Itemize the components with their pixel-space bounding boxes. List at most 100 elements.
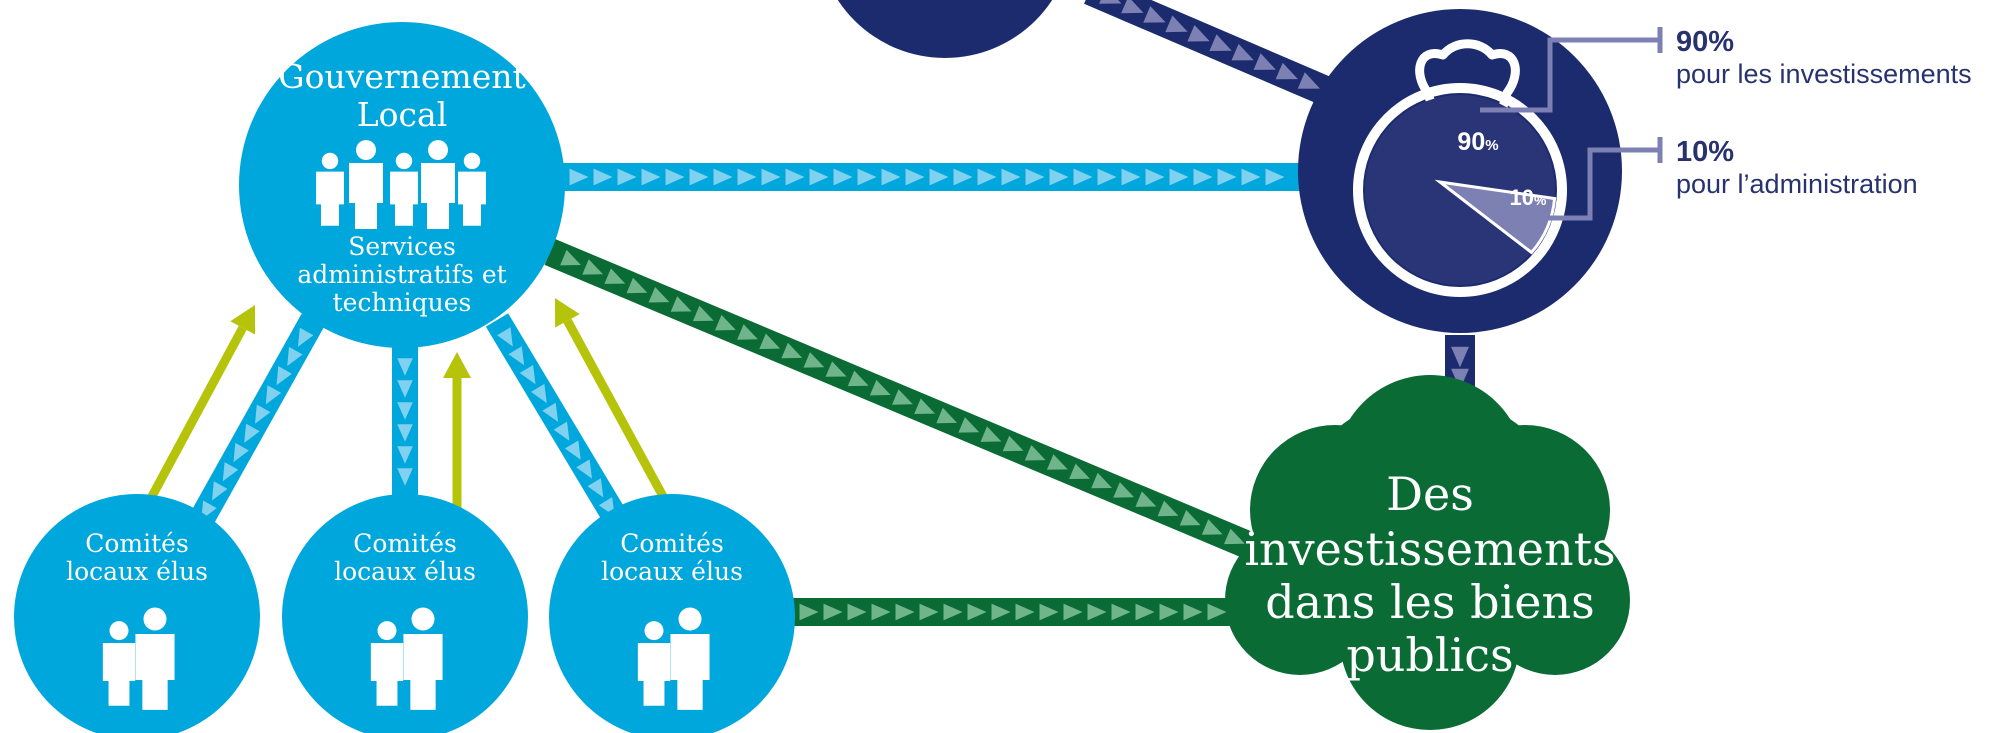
- legend-investments: 90% pour les investissements: [1676, 26, 1972, 90]
- local-government-title-2: Local: [357, 95, 448, 134]
- flow-arrow-marker: [553, 421, 570, 441]
- flow-arrow-marker: [617, 168, 637, 186]
- flow-arrow-marker: [1001, 168, 1021, 186]
- flow-arrow-marker: [914, 398, 935, 414]
- flow-arrow-marker: [977, 168, 997, 186]
- flow-arrow-marker: [604, 268, 626, 284]
- flow-arrow-marker: [847, 603, 867, 621]
- flow-government-to-investments: [544, 239, 1261, 561]
- flow-arrow-marker: [497, 327, 513, 347]
- committee-label-2: locaux élus: [66, 557, 208, 586]
- flow-arrow-marker: [626, 277, 648, 294]
- flow-government-to-committee-3: [485, 313, 630, 529]
- services-label-3: techniques: [333, 288, 472, 317]
- flow-committee-to-investments: [785, 598, 1250, 626]
- flow-arrow-marker: [564, 440, 581, 460]
- flow-arrow-marker: [803, 352, 825, 368]
- flow-arrow-marker: [1241, 168, 1261, 186]
- flow-arrow-marker: [892, 389, 913, 405]
- flow-arrow-marker: [222, 462, 239, 482]
- flow-arrow-marker: [1179, 510, 1201, 526]
- flow-arrow-marker: [287, 346, 303, 367]
- flow-arrow-marker: [648, 287, 670, 303]
- legend-administration: 10% pour l’administration: [1676, 136, 1918, 200]
- flow-arrow-marker: [1099, 0, 1122, 4]
- flow-fund-to-government: [555, 163, 1305, 191]
- committee-label: Comités: [620, 529, 724, 558]
- local-government-node: Gouvernement Local Services administrati…: [239, 22, 565, 348]
- flow-arrow-marker: [1451, 368, 1469, 390]
- flow-arrow-marker: [508, 346, 525, 366]
- flow-arrow-marker: [1183, 603, 1203, 621]
- flow-arrow-marker: [1143, 6, 1166, 23]
- flow-arrow-marker: [991, 603, 1011, 621]
- flow-arrow-marker: [1121, 168, 1141, 186]
- flow-arrow-marker: [1224, 528, 1245, 545]
- flow-arrow-marker: [895, 603, 915, 621]
- flow-arrow-marker: [929, 168, 949, 186]
- flow-arrow-marker: [276, 366, 292, 386]
- flow-arrow-marker: [881, 168, 901, 186]
- flow-arrow-marker: [1091, 472, 1112, 489]
- flow-arrow-marker: [1201, 519, 1223, 535]
- services-label: Services: [348, 232, 456, 261]
- investments-label-3: dans les biens: [1265, 575, 1595, 629]
- flow-arrow-marker: [1451, 346, 1469, 368]
- flow-arrow-marker: [1025, 168, 1045, 186]
- flow-arrow-marker: [1165, 15, 1188, 33]
- flow-arrow-marker: [1049, 168, 1069, 186]
- flow-arrow-marker: [265, 385, 282, 405]
- flow-arrow-marker: [1024, 445, 1046, 461]
- flow-arrow-marker: [869, 379, 891, 396]
- committee-label: Comités: [353, 529, 457, 558]
- slice-label-10: 10%: [1510, 185, 1547, 210]
- flow-arrow-marker: [1063, 603, 1083, 621]
- flow-arrow-marker: [958, 417, 980, 433]
- administration-slice: [1434, 179, 1557, 255]
- flow-arrow-marker: [967, 603, 987, 621]
- flow-arrow-marker: [255, 404, 271, 424]
- flow-arrow-marker: [542, 402, 559, 422]
- flow-arrow-marker: [665, 168, 685, 186]
- flow-arrow-marker: [905, 168, 925, 186]
- flow-arrow-marker: [1159, 603, 1179, 621]
- flow-arrow-marker: [560, 249, 581, 266]
- services-label-2: administratifs et: [297, 260, 506, 289]
- flow-arrow-marker: [713, 168, 733, 186]
- flow-arrow-marker: [781, 342, 803, 359]
- flow-arrow-marker: [1039, 603, 1059, 621]
- flow-arrow-marker: [212, 481, 228, 501]
- flow-arrow-marker: [1157, 500, 1179, 517]
- flow-arrow-marker: [531, 383, 547, 404]
- flow-arrow-marker: [1169, 168, 1189, 186]
- money-bag-icon: [1415, 39, 1520, 115]
- flow-arrow-marker: [1069, 463, 1090, 479]
- flow-arrow-marker: [576, 459, 592, 479]
- flow-arrow-marker: [737, 324, 758, 340]
- flow-arrow-marker: [397, 380, 413, 398]
- slice-label-90: 90%: [1457, 128, 1498, 156]
- flow-arrow-marker: [1145, 168, 1165, 186]
- flow-arrow-marker: [715, 314, 736, 331]
- flow-arrow-marker: [1015, 603, 1035, 621]
- flow-arrow-marker: [1297, 72, 1320, 89]
- flow-arrow-marker: [1046, 454, 1068, 470]
- flow-arrow-marker: [670, 296, 692, 312]
- flow-arrow-marker: [297, 327, 314, 347]
- flow-arrow-marker: [1121, 0, 1144, 14]
- flow-arrow-marker: [397, 402, 413, 420]
- investments-label: Des: [1386, 467, 1474, 521]
- flow-arrow-marker: [587, 478, 604, 498]
- flow-arrow-marker: [1097, 168, 1117, 186]
- committee-label-2: locaux élus: [334, 557, 476, 586]
- flow-arrow-marker: [936, 407, 958, 424]
- flow-arrow-marker: [1231, 43, 1254, 61]
- flow-arrow-marker: [809, 168, 829, 186]
- legend-connectors: [1480, 27, 1663, 221]
- flow-arrow-marker: [397, 424, 413, 442]
- flow-arrow-marker: [1253, 53, 1276, 70]
- flow-arrow-marker: [823, 603, 843, 621]
- flow-arrow-marker: [1135, 603, 1155, 621]
